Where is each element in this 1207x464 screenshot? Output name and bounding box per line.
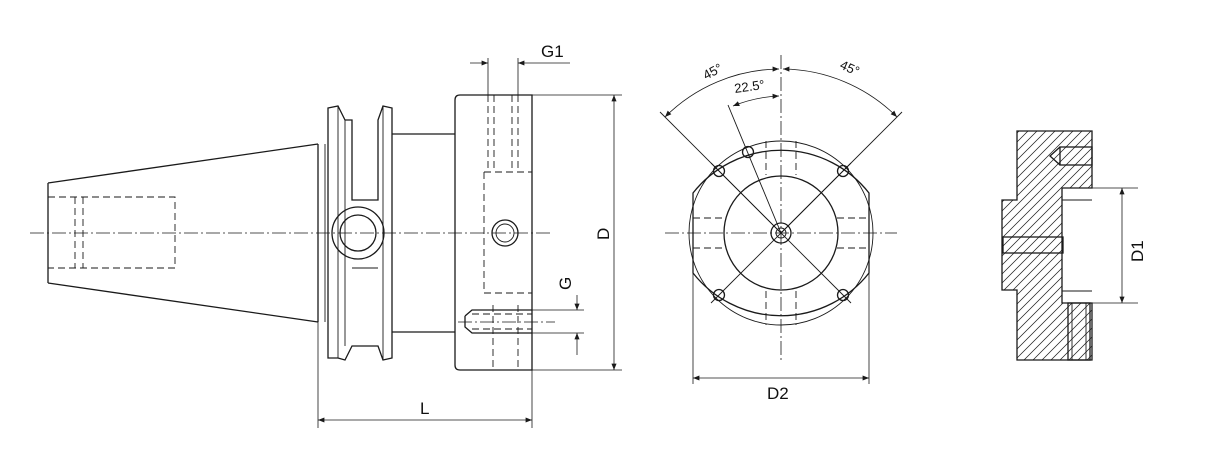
hatch-line (1009, 131, 1092, 360)
hatch-line (1002, 131, 1026, 360)
hatch-line (1002, 131, 1092, 360)
label-d2: D2 (767, 384, 789, 403)
hatch-line (1018, 131, 1092, 360)
label-g1: G1 (541, 42, 564, 61)
hatch-line (1154, 125, 1207, 365)
v-flange (327, 105, 393, 361)
label-angle-left: 45° (700, 60, 724, 82)
label-d1: D1 (1128, 240, 1147, 262)
hatch-line (1002, 131, 1092, 360)
dimension-g: G (532, 277, 584, 355)
hatch-line (1002, 131, 1017, 360)
label-d: D (594, 228, 613, 240)
dimension-g1: G1 (470, 42, 570, 95)
hatch-line (1002, 131, 1092, 360)
dimension-d2: D2 (692, 273, 870, 403)
hatch-line (1002, 131, 1092, 360)
hatch-line (758, 125, 998, 365)
hatch-line (1002, 131, 1092, 360)
neck (392, 133, 455, 333)
dimension-l: L (317, 322, 533, 428)
hatch-line (1002, 131, 1092, 360)
hatch-line (1002, 131, 1092, 360)
hatch-line (1002, 131, 1092, 360)
hatch-line (1002, 131, 1092, 360)
label-l: L (420, 399, 429, 418)
hatch-line (1002, 131, 1044, 360)
hatch-line (1036, 131, 1092, 360)
hatch-line (1002, 131, 1062, 360)
dimension-d1: D1 (1092, 187, 1147, 304)
hatch-line (740, 125, 980, 365)
taper-shank (47, 143, 326, 323)
hatch-line (1002, 131, 1092, 360)
hatch-line (1090, 131, 1092, 360)
hatch-line (1002, 131, 1092, 360)
hatch-line (1002, 131, 1071, 360)
holder-head (454, 94, 555, 371)
hatch-line (1100, 125, 1207, 365)
hatch-line (1002, 131, 1089, 360)
hatch-line (1145, 125, 1207, 365)
front-view: 45° 45° 22.5° D2 (659, 55, 903, 403)
hatch-line (1002, 131, 1008, 360)
section-view: D1 (740, 125, 1207, 365)
hatch-line (1002, 131, 1080, 360)
hatch-line (1002, 131, 1092, 360)
label-g: G (556, 277, 575, 290)
hatch-line (1109, 125, 1207, 365)
side-view: G1 D G L (30, 42, 622, 428)
hatch-line (1002, 131, 1092, 360)
label-angle-right: 45° (838, 57, 862, 79)
hatch-line (1002, 131, 1092, 360)
hatch-line (1002, 131, 1053, 360)
label-angle-half: 22.5° (733, 77, 765, 96)
hatch-line (1002, 131, 1092, 360)
hatch-line (1002, 131, 1092, 360)
dimension-d: D (532, 94, 622, 371)
